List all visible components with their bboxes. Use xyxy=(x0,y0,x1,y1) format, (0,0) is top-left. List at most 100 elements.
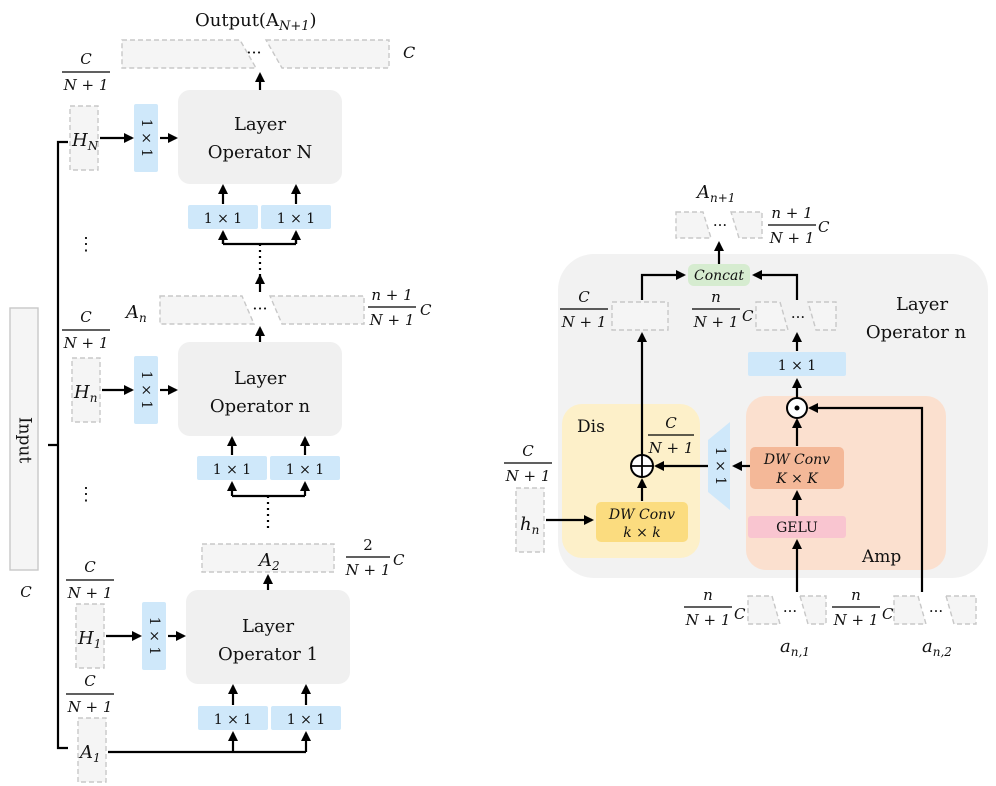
hn-top-tensor xyxy=(69,105,99,171)
conv-1x1-top-b-label: 1 × 1 xyxy=(277,211,315,227)
hn-tensor xyxy=(515,487,545,553)
a2-label: A2 xyxy=(257,550,280,573)
output-channel: C xyxy=(403,43,415,62)
bot1-tensor-right xyxy=(799,595,827,625)
conv-1x1-top-a xyxy=(188,205,258,229)
frac-a1-c: C xyxy=(84,672,96,690)
a1-label: A1 xyxy=(78,742,101,765)
layer-line1: Layer xyxy=(896,294,949,315)
conv-1x1-mid-a xyxy=(197,456,267,480)
frac-bot-n1: N + 1 xyxy=(67,584,113,602)
a1-tensor xyxy=(77,717,107,783)
output-dots: ··· xyxy=(246,43,261,62)
concat-box xyxy=(688,264,750,286)
hn-top-label: HN xyxy=(71,130,99,153)
right-frac-n1: N + 1 xyxy=(693,313,739,331)
frac-top-n1: N + 1 xyxy=(63,76,109,94)
conv-1x1-mid-b-label: 1 × 1 xyxy=(286,462,324,478)
input-label: Input xyxy=(15,417,35,463)
bot1-frac-n1: N + 1 xyxy=(685,611,731,629)
h1-tensor xyxy=(75,603,105,669)
conv-1x1-bot-side-label: 1 × 1 xyxy=(146,617,162,655)
a2-frac-den: N + 1 xyxy=(345,561,391,579)
out-frac-num: n + 1 xyxy=(771,204,812,222)
an1-out-label: An+1 xyxy=(695,182,735,205)
output-tensor-right xyxy=(264,39,390,69)
conv-1x1-bot-a-label: 1 × 1 xyxy=(214,712,252,728)
gelu-box xyxy=(748,516,846,538)
bot2-frac-n1: N + 1 xyxy=(833,611,879,629)
add-op-plus xyxy=(632,456,652,476)
out-frac-c: C xyxy=(818,218,830,236)
operator-top-line1: Layer xyxy=(234,114,287,135)
conv-1x1-mid-side-label: 1 × 1 xyxy=(138,371,154,409)
conv-1x1-bot-side xyxy=(142,602,166,670)
out-frac-den: N + 1 xyxy=(769,229,815,247)
dwconv-small-line2: k × k xyxy=(623,525,661,541)
right-tensor-left xyxy=(755,301,789,331)
conv-1x1-top-side-label: 1 × 1 xyxy=(138,119,154,157)
operator-bot-line1: Layer xyxy=(242,616,295,637)
conv-1x1-top-b xyxy=(261,205,331,229)
left-frac-c: C xyxy=(578,288,590,306)
output-tensor-left xyxy=(121,39,258,69)
conv-1x1-top-side xyxy=(134,104,158,172)
conv-1x1-bot-b-label: 1 × 1 xyxy=(287,712,325,728)
left-frac-n1: N + 1 xyxy=(561,313,607,331)
trap-frac-c: C xyxy=(665,414,677,432)
dwconv-big-line2: K × K xyxy=(775,471,819,487)
dis-label: Dis xyxy=(577,417,605,437)
multiply-dot xyxy=(794,405,800,411)
conv-1x1-amp xyxy=(748,352,846,376)
a2-tensor xyxy=(201,543,335,573)
input-channel-label: C xyxy=(20,583,32,601)
operator-mid-line1: Layer xyxy=(234,368,287,389)
bot2-frac-n: n xyxy=(851,586,861,604)
frac-mid-c: C xyxy=(80,308,92,326)
operator-bot-line2: Operator 1 xyxy=(218,644,318,665)
vellipsis-1: ⋮ xyxy=(77,234,95,255)
frac-mid-n1: N + 1 xyxy=(63,334,109,352)
concat-label: Concat xyxy=(694,268,744,284)
conv-1x1-trapezoid-label: 1 × 1 xyxy=(712,447,728,485)
conv-1x1-mid-a-label: 1 × 1 xyxy=(213,462,251,478)
operator-mid xyxy=(178,342,342,436)
an-tensor-left xyxy=(159,295,256,325)
input-bar xyxy=(9,307,39,571)
an-frac-c: C xyxy=(420,301,432,319)
conv-1x1-amp-label: 1 × 1 xyxy=(778,358,816,374)
hn-mid-label: Hn xyxy=(73,382,97,405)
an1-label: an,1 xyxy=(780,636,810,659)
trap-frac-n1: N + 1 xyxy=(648,439,694,457)
out-dots: ··· xyxy=(713,216,727,234)
right-frac-c: C xyxy=(742,307,754,325)
out-tensor-left xyxy=(675,211,712,239)
layer-line2: Operator n xyxy=(866,322,967,343)
a2-frac-c: C xyxy=(393,551,405,569)
bot2-frac-c: C xyxy=(882,605,894,623)
gelu-label: GELU xyxy=(776,520,818,536)
an-tensor-right xyxy=(268,295,365,325)
a2-frac-num: 2 xyxy=(363,536,373,554)
input-bracket xyxy=(48,140,68,750)
an-frac-num: n + 1 xyxy=(371,286,412,304)
an-dots: ··· xyxy=(252,299,267,318)
dwconv-small-line1: DW Conv xyxy=(608,507,675,523)
operator-bot xyxy=(186,590,350,684)
h1-label: H1 xyxy=(77,628,101,651)
line-right-to-concat xyxy=(752,270,799,300)
dwconv-big-line1: DW Conv xyxy=(763,452,830,468)
hn-frac-n1: N + 1 xyxy=(505,467,551,485)
output-label: Output(AN+1) xyxy=(195,10,317,34)
conv-1x1-bot-a xyxy=(198,706,268,730)
hn-frac-c: C xyxy=(522,442,534,460)
conv-1x1-trapezoid xyxy=(708,422,730,510)
bot1-frac-n: n xyxy=(703,586,713,604)
an2-label: an,2 xyxy=(922,636,952,659)
out-tensor-right xyxy=(730,211,763,239)
hn-mid-tensor xyxy=(71,357,101,423)
bot2-tensor-left xyxy=(893,595,927,625)
bot1-tensor-left xyxy=(747,595,781,625)
frac-a1-n1: N + 1 xyxy=(67,698,113,716)
bot1-dots: ··· xyxy=(783,602,797,620)
